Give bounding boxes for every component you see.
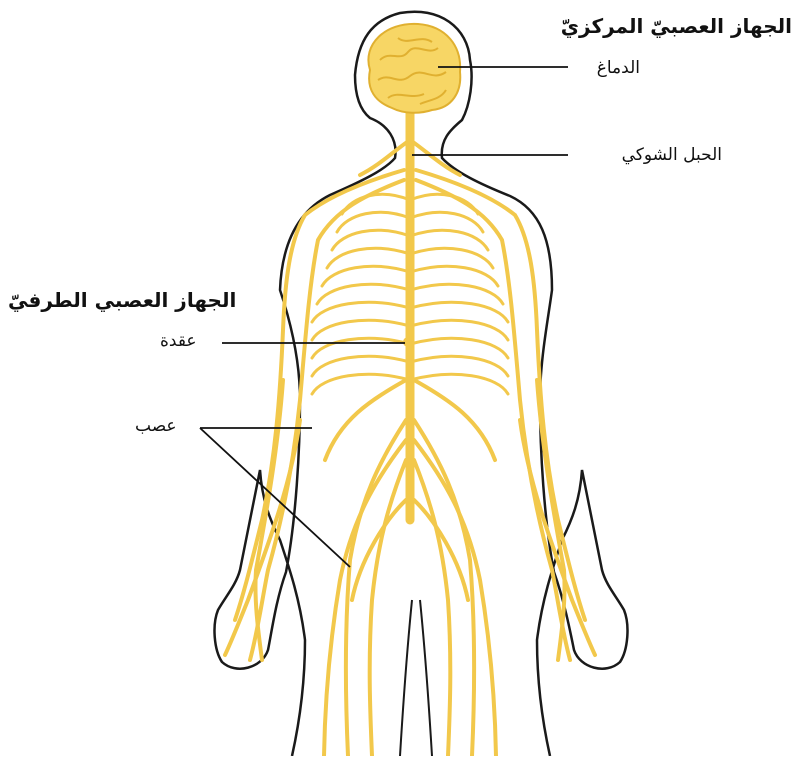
- ganglion-node: [403, 337, 413, 347]
- brain-label: الدماغ: [597, 58, 640, 78]
- pns-heading: الجهاز العصبي الطرفيّ: [8, 288, 236, 312]
- ganglion-label: عقدة: [160, 331, 197, 351]
- spinal-cord-label: الحبل الشوكي: [622, 145, 722, 165]
- nerve-label: عصب: [135, 416, 177, 436]
- brain: [368, 24, 460, 113]
- cns-heading: الجهاز العصبيّ المركزيّ: [561, 14, 792, 38]
